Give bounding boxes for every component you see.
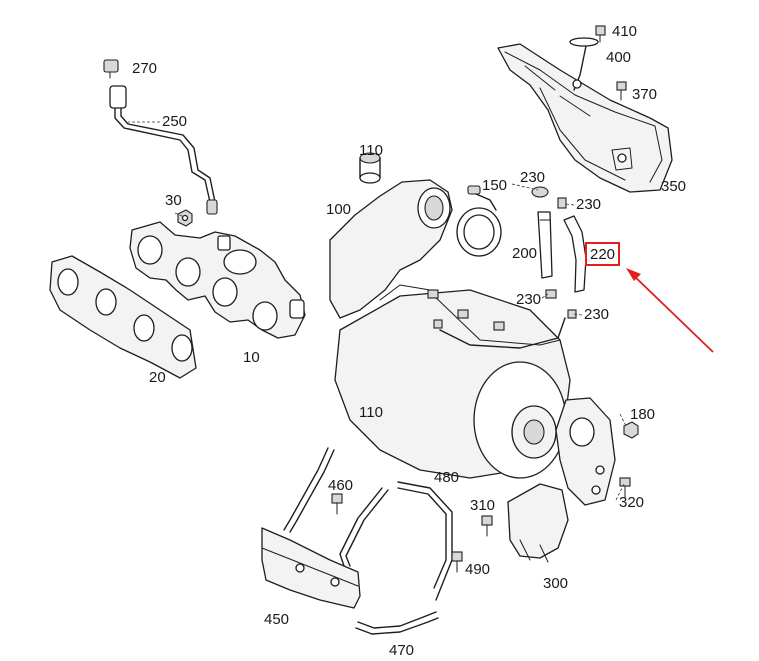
part-label-270[interactable]: 270 <box>132 60 158 77</box>
part-label-150[interactable]: 150 <box>482 177 508 194</box>
part-label-110[interactable]: 110 <box>359 142 383 159</box>
clamp-400 <box>569 37 599 91</box>
clamp-150 <box>456 185 502 257</box>
part-label-490[interactable]: 490 <box>465 561 491 578</box>
part-label-300[interactable]: 300 <box>543 575 569 592</box>
part-label-460[interactable]: 460 <box>328 477 354 494</box>
exhaust-manifold-10 <box>129 221 306 339</box>
part-label-400[interactable]: 400 <box>606 49 632 66</box>
gasket-20 <box>49 255 197 379</box>
part-label-180[interactable]: 180 <box>630 406 656 423</box>
part-label-230-d[interactable]: 230 <box>584 306 610 323</box>
part-label-310[interactable]: 310 <box>470 497 496 514</box>
part-label-100[interactable]: 100 <box>326 201 352 218</box>
part-label-470[interactable]: 470 <box>389 642 415 659</box>
bolt-370 <box>616 81 627 101</box>
bolt-320 <box>619 477 631 499</box>
part-label-30[interactable]: 30 <box>165 192 182 209</box>
part-label-10[interactable]: 10 <box>243 349 260 366</box>
part-label-220[interactable]: 220 <box>585 242 621 266</box>
part-label-370[interactable]: 370 <box>632 86 658 103</box>
nut-180 <box>623 421 639 439</box>
part-label-230-c[interactable]: 230 <box>516 291 542 308</box>
part-label-320[interactable]: 320 <box>619 494 645 511</box>
mount-bracket-450 <box>261 527 361 609</box>
particulate-filter-100 <box>329 179 571 479</box>
part-label-20[interactable]: 20 <box>149 369 166 386</box>
bracket-300 <box>507 483 569 563</box>
part-label-230-b[interactable]: 230 <box>576 196 602 213</box>
heat-shield-350 <box>497 43 673 193</box>
highlight-arrow <box>626 268 714 353</box>
hose-220 <box>563 215 587 293</box>
flange-bracket <box>555 397 616 506</box>
pipe-250 <box>109 85 218 215</box>
part-label-230-a[interactable]: 230 <box>520 169 546 186</box>
sleeve-110 <box>359 152 381 184</box>
part-label-350[interactable]: 350 <box>661 178 687 195</box>
part-label-450[interactable]: 450 <box>264 611 290 628</box>
part-label-410[interactable]: 410 <box>612 23 638 40</box>
part-label-250[interactable]: 250 <box>162 113 188 130</box>
leader-lines <box>128 121 627 501</box>
part-label-110-b[interactable]: 110 <box>359 404 383 421</box>
part-label-480[interactable]: 480 <box>434 469 460 486</box>
part-label-200[interactable]: 200 <box>512 245 538 262</box>
fitting-270 <box>103 59 119 79</box>
bolt-310 <box>481 515 493 537</box>
bolt-410 <box>595 25 606 43</box>
hose-200 <box>537 211 553 279</box>
bolt-490 <box>451 551 463 573</box>
nut-30 <box>177 209 193 227</box>
strap-480 <box>283 447 453 601</box>
strap-470 <box>355 611 439 635</box>
bolt-460 <box>331 493 343 515</box>
